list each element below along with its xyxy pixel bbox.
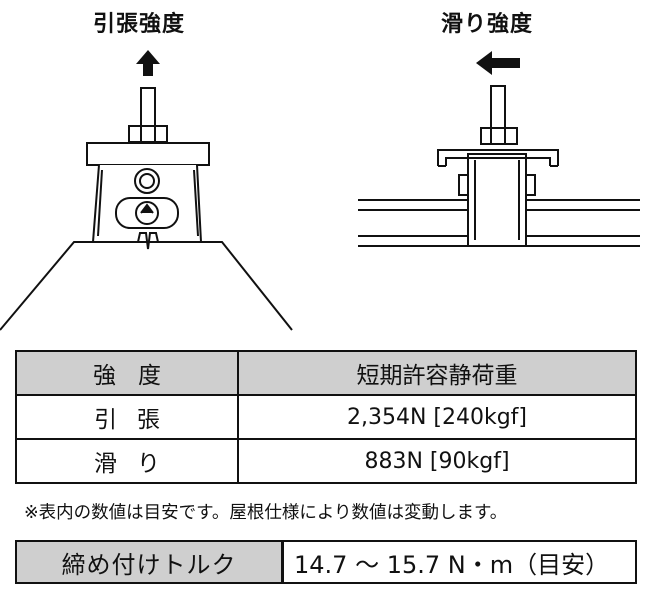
slip-strength-title: 滑り強度 [441, 12, 534, 37]
table-note: ※表内の数値は目安です。屋根仕様により数値は変動します。 [24, 503, 508, 523]
header-load: 短期許容静荷重 [237, 350, 637, 396]
row-value-slip: 883N [90kgf] [237, 438, 637, 484]
row-label-tension: 引張 [15, 394, 239, 440]
torque-label: 締め付けトルク [17, 542, 284, 582]
up-arrow-icon [136, 50, 160, 76]
tension-diagram [0, 50, 293, 331]
torque-value: 14.7 ～ 15.7 N・m（目安） [294, 550, 610, 579]
row-label-slip: 滑り [15, 438, 239, 484]
table-row: 引張 2,354N [240kgf] [15, 394, 637, 440]
slip-diagram [358, 51, 640, 247]
left-arrow-icon [476, 51, 520, 75]
strength-diagrams [0, 50, 640, 331]
table-row: 滑り 883N [90kgf] [15, 438, 637, 484]
strength-table: 強度 短期許容静荷重 引張 2,354N [240kgf] 滑り 883N [9… [15, 350, 637, 484]
row-value-tension: 2,354N [240kgf] [237, 394, 637, 440]
tension-strength-title: 引張強度 [93, 12, 186, 37]
torque-box: 締め付けトルク 14.7 ～ 15.7 N・m（目安） [15, 540, 637, 584]
table-header-row: 強度 短期許容静荷重 [15, 350, 637, 396]
header-strength: 強度 [15, 350, 239, 396]
